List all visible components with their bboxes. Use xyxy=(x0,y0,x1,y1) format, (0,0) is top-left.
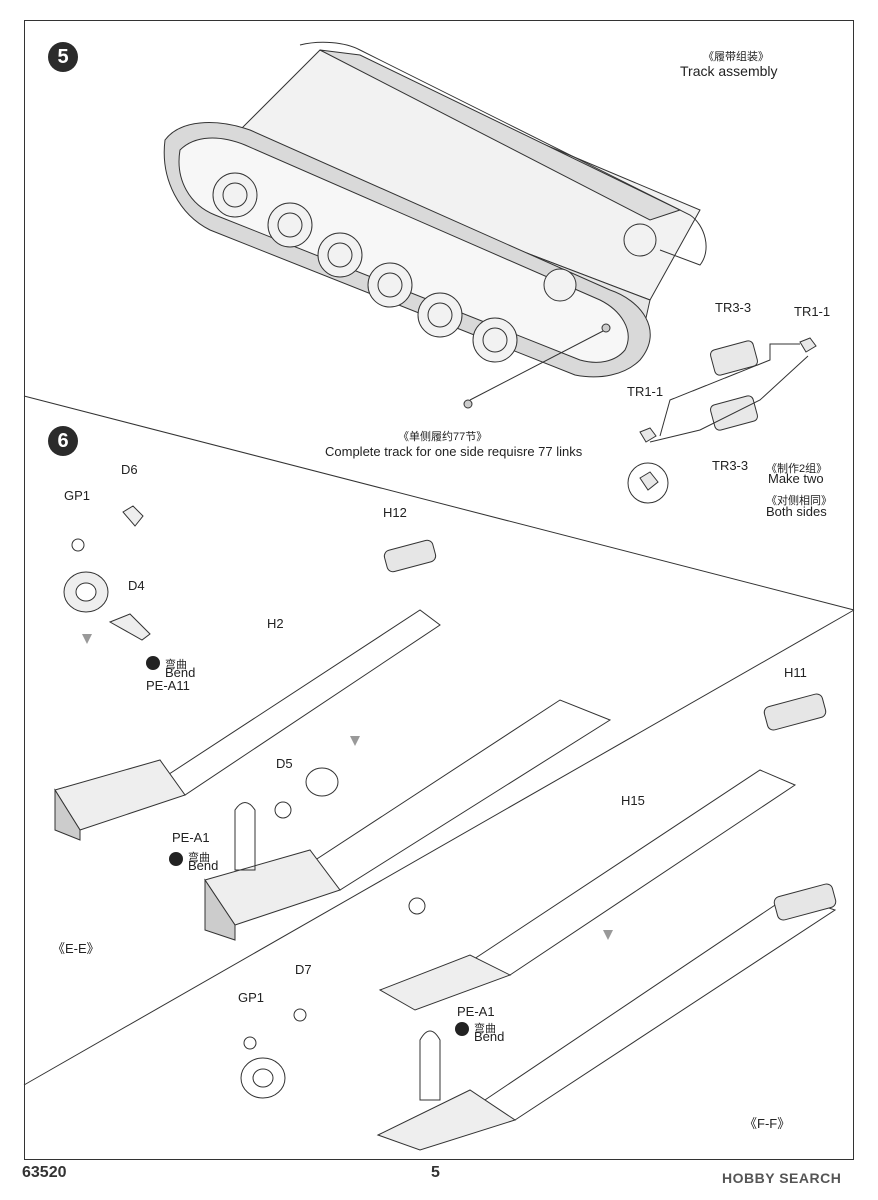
bend-label-cn-1: 弯曲 xyxy=(165,659,187,671)
track-note: Complete track for one side requisre 77 … xyxy=(325,444,583,459)
part-label-pe-a11: PE-A11 xyxy=(146,678,190,693)
step-5-badge: 5 xyxy=(48,42,78,72)
bend-label-1: Bend xyxy=(165,665,196,680)
track-assembly-title-cn: 《履带组装》 xyxy=(703,51,769,63)
page-number: 5 xyxy=(431,1164,440,1181)
part-label-d6: D6 xyxy=(121,462,138,477)
make-two: Make two xyxy=(768,471,824,486)
part-label-tr1-right: TR1-1 xyxy=(794,304,831,319)
hull-illustration xyxy=(163,41,707,378)
part-label-tr3-bottom: TR3-3 xyxy=(712,458,749,473)
step6-left-parts xyxy=(63,505,151,641)
track-note-cn: 《单侧履约77节》 xyxy=(398,431,488,443)
step6-bar-lower xyxy=(240,883,837,1151)
bend-icons xyxy=(146,656,469,1036)
bend-label-2: Bend xyxy=(188,858,219,873)
bend-label-3: Bend xyxy=(474,1029,505,1044)
down-arrows xyxy=(82,634,613,940)
kit-number: 63520 xyxy=(22,1164,67,1181)
track-link-assembly xyxy=(627,337,817,504)
step6-bar-h15 xyxy=(378,693,827,1011)
part-label-d4: D4 xyxy=(128,578,145,593)
part-label-h11: H11 xyxy=(784,665,807,680)
part-label-tr3-top: TR3-3 xyxy=(715,300,752,315)
part-label-d7: D7 xyxy=(295,962,312,977)
part-label-d5: D5 xyxy=(276,756,293,771)
step6-bar-middle xyxy=(204,699,612,941)
part-label-h15: H15 xyxy=(621,793,645,808)
part-label-pe-a1-right: PE-A1 xyxy=(457,1004,495,1019)
page-frame xyxy=(24,20,854,1160)
part-label-h12: H12 xyxy=(383,505,407,520)
part-label-gp1-top: GP1 xyxy=(64,488,91,503)
divider-lower xyxy=(23,609,855,1086)
bend-label-cn-3: 弯曲 xyxy=(474,1023,496,1035)
part-label-h2: H2 xyxy=(267,616,284,631)
section-label-ff: 《F-F》 xyxy=(744,1116,791,1131)
make-two-cn: 《制作2组》 xyxy=(766,463,828,475)
part-label-tr1-left: TR1-1 xyxy=(627,384,664,399)
divider-upper xyxy=(23,395,855,611)
part-label-pe-a1-left: PE-A1 xyxy=(172,830,210,845)
both-sides-cn: 《对侧相同》 xyxy=(766,495,832,507)
part-label-gp1-bottom: GP1 xyxy=(238,990,265,1005)
both-sides: Both sides xyxy=(766,504,827,519)
track-assembly-title: Track assembly xyxy=(680,63,778,79)
brand-watermark: HOBBY SEARCH xyxy=(722,1170,842,1186)
step6-bar-h2 xyxy=(54,539,441,841)
step-6-badge: 6 xyxy=(48,426,78,456)
bend-label-cn-2: 弯曲 xyxy=(188,852,210,864)
section-label-ee: 《E-E》 xyxy=(52,941,100,956)
